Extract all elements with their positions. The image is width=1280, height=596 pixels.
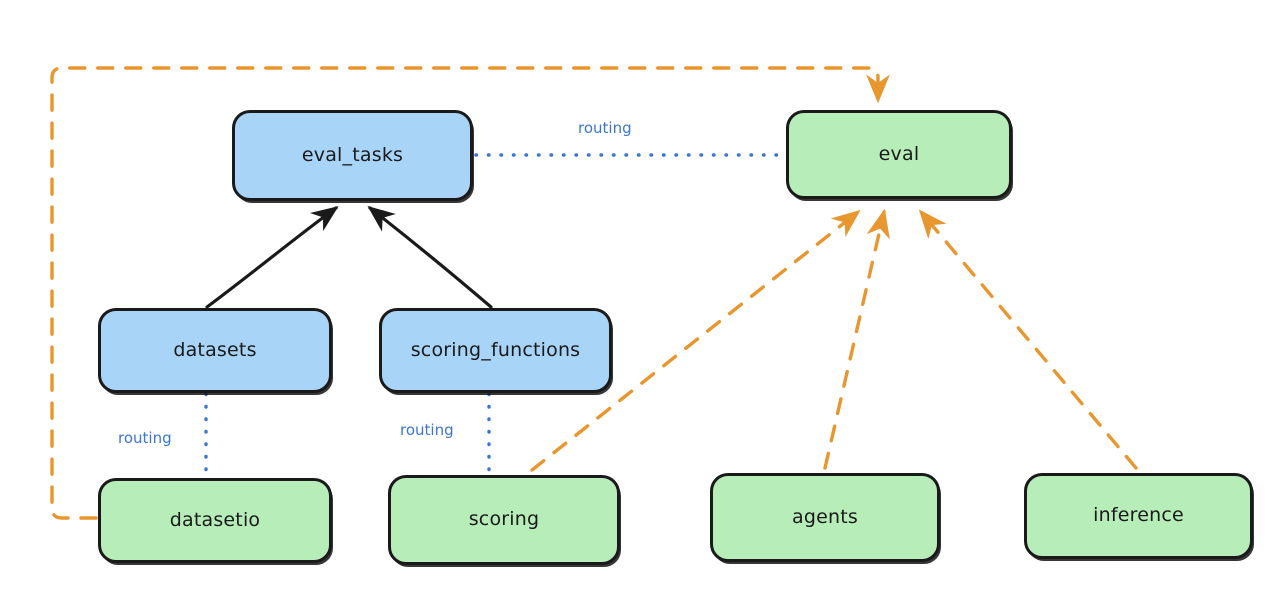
node-datasetio-label: datasetio [169, 508, 261, 531]
node-datasetio[interactable]: datasetio [98, 478, 332, 563]
node-scoring-label: scoring [468, 508, 540, 530]
edge-scoring-functions-to-eval-tasks [367, 206, 493, 309]
node-agents-label: agents [792, 505, 858, 528]
edge-label-datasetio-routing: routing [118, 429, 172, 447]
edge-inference-to-eval-dependency [918, 209, 1138, 470]
node-scoring-functions[interactable]: scoring_functions [379, 308, 612, 393]
node-scoring-functions-label: scoring_functions [410, 338, 581, 361]
node-inference-label: inference [1093, 504, 1184, 526]
node-eval-label: eval [878, 142, 920, 165]
node-agents[interactable]: agents [710, 473, 940, 562]
node-datasets[interactable]: datasets [98, 308, 332, 393]
edge-datasets-to-eval-tasks [205, 206, 339, 309]
node-eval-tasks-label: eval_tasks [301, 143, 404, 166]
node-datasets-label: datasets [173, 338, 257, 361]
edge-label-eval-routing: routing [578, 119, 632, 137]
node-scoring[interactable]: scoring [388, 475, 620, 565]
node-eval-tasks[interactable]: eval_tasks [232, 110, 473, 201]
edge-label-scoring-routing: routing [400, 421, 454, 439]
edge-agents-to-eval-dependency [823, 208, 890, 470]
node-eval[interactable]: eval [786, 110, 1012, 199]
node-inference[interactable]: inference [1024, 473, 1253, 559]
